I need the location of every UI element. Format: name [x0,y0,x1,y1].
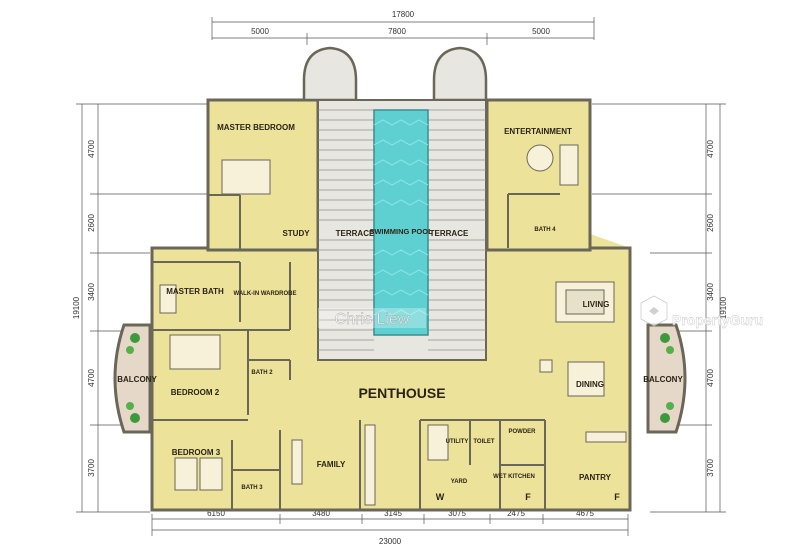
dim-top-right: 5000 [532,27,550,36]
bed-master-icon [221,159,271,195]
label-utility: UTILITY [446,439,469,445]
watermark-agent-name: Chris Liew [335,311,410,328]
label-pantry: PANTRY [579,473,612,482]
label-fridge-mark-2: F [614,492,620,502]
label-living: LIVING [583,300,610,309]
label-balcony-left: BALCONY [117,375,157,384]
label-toilet: TOILET [473,439,495,445]
propertyguru-logo-icon [640,295,668,327]
dim-bottom-6: 4675 [576,509,594,518]
dimension-lines [76,17,726,536]
dim-top-mid: 7800 [388,27,406,36]
swimming-pool-area [373,109,429,336]
dim-top-total: 17800 [392,10,415,19]
pantry-counter-icon [585,431,627,443]
dining-table-icon [567,361,605,397]
label-washer-mark: W [436,492,445,502]
label-powder: POWDER [509,429,537,435]
label-swimming-pool: SWIMMING POOL [369,227,433,236]
label-bedroom-2: BEDROOM 2 [171,388,220,397]
dimension-labels: 17800 5000 7800 5000 19100 4700 2600 340… [72,10,728,546]
dim-bottom-5: 2475 [507,509,525,518]
balcony-left-area [113,323,152,434]
label-bedroom-3: BEDROOM 3 [172,448,221,457]
dim-bottom-1: 6150 [207,509,225,518]
dim-right-row-3: 3400 [706,283,715,301]
watermark: Chris Liew PropertyGuru [318,295,763,328]
bed-3b-icon [199,457,223,491]
interior-walls [152,193,560,510]
dim-right-row-1: 4700 [706,140,715,158]
label-balcony-right: BALCONY [643,375,683,384]
bed-3a-icon [174,457,198,491]
label-terrace-right: TERRACE [430,229,469,238]
dim-right-total: 19100 [719,296,728,319]
label-wet-kitchen: WET KITCHEN [493,474,535,480]
storage-icon [364,424,376,506]
label-family: FAMILY [317,460,346,469]
dim-left-row-2: 2600 [87,214,96,232]
label-bath-2: BATH 2 [251,370,273,376]
dim-left-row-4: 4700 [87,369,96,387]
label-entertainment: ENTERTAINMENT [504,127,572,136]
family-sofa-icon [291,439,303,485]
dim-right-row-4: 4700 [706,369,715,387]
dim-right-row-2: 2600 [706,214,715,232]
dim-left-row-5: 3700 [87,459,96,477]
dim-top-left: 5000 [251,27,269,36]
label-walkin-wardrobe: WALK-IN WARDROBE [234,291,297,297]
label-study: STUDY [282,229,310,238]
dim-bottom-2: 3480 [312,509,330,518]
dim-left-row-3: 3400 [87,283,96,301]
dim-left-total: 19100 [72,296,81,319]
dim-bottom-4: 3075 [448,509,466,518]
label-master-bath: MASTER BATH [166,287,224,296]
dining-chair-icon [539,359,553,373]
label-bath4: BATH 4 [534,227,556,233]
label-penthouse: PENTHOUSE [358,385,445,401]
balcony-right-area [646,323,687,434]
furniture [159,144,627,506]
label-dining: DINING [576,380,604,389]
label-fridge-mark: F [525,492,531,502]
bed-2-icon [169,334,221,370]
dim-bottom-3: 3145 [384,509,402,518]
dim-bottom-total: 23000 [379,537,402,546]
label-bath-3: BATH 3 [241,485,263,491]
label-yard: YARD [451,479,468,485]
watermark-brand: PropertyGuru [672,312,763,328]
label-master-bedroom: MASTER BEDROOM [217,123,295,132]
bathtub-icon [159,284,177,314]
dim-right-row-5: 3700 [706,459,715,477]
dim-left-row-1: 4700 [87,140,96,158]
entertainment-sofa-icon [559,144,579,186]
utility-icon [427,424,449,461]
entertainment-table-icon [526,144,554,172]
room-labels: MASTER BEDROOM STUDY TERRACE SWIMMING PO… [117,123,683,502]
label-terrace-left: TERRACE [336,229,375,238]
